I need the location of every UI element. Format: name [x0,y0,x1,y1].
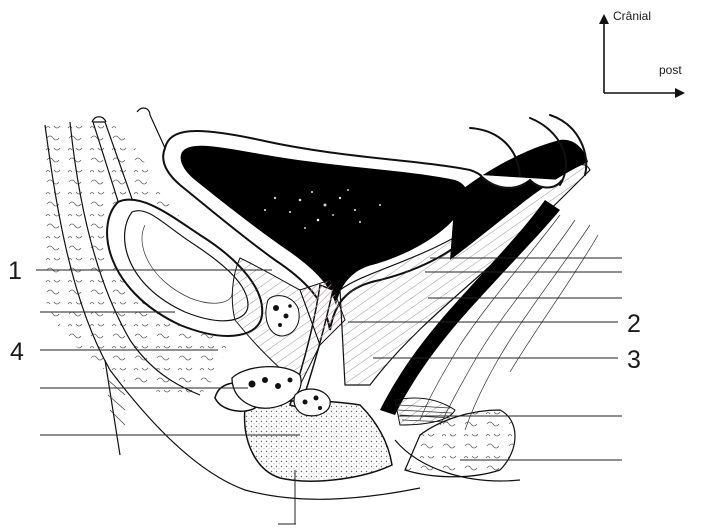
label-3: 3 [627,346,641,374]
posterior-label: post [659,63,682,77]
label-4: 4 [10,338,24,366]
cranial-label: Crânial [613,9,651,23]
label-1: 1 [8,257,22,285]
cranial-arrow-head [599,14,609,24]
label-2: 2 [627,310,641,338]
posterior-arrow-head [675,88,685,98]
orientation-indicator: Crânial post [599,9,685,98]
